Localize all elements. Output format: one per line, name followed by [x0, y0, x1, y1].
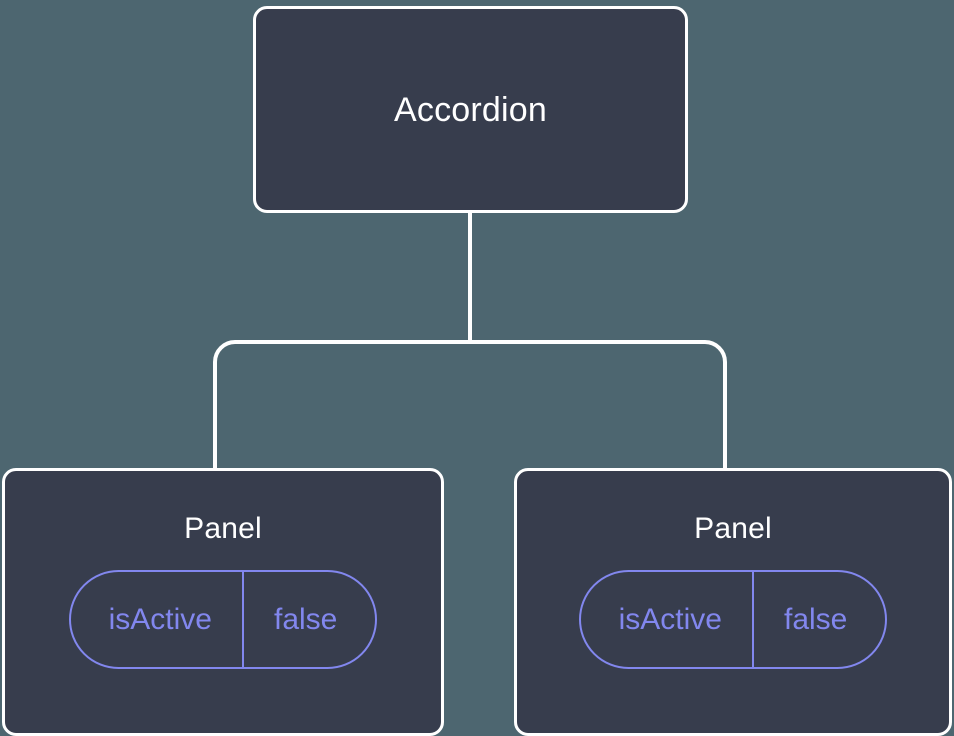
node-accordion-title: Accordion: [394, 90, 547, 129]
node-panel-left-title: Panel: [184, 512, 262, 545]
node-panel-right[interactable]: Panel isActive false: [514, 468, 952, 736]
node-accordion[interactable]: Accordion: [253, 6, 688, 213]
prop-value-left: false: [241, 572, 375, 667]
prop-badge-right[interactable]: isActive false: [578, 570, 888, 669]
prop-value-right: false: [751, 572, 885, 667]
node-panel-left[interactable]: Panel isActive false: [2, 468, 444, 736]
edge-root-to-panel-left: [213, 340, 470, 470]
node-panel-right-title: Panel: [694, 512, 772, 545]
prop-badge-left[interactable]: isActive false: [68, 570, 378, 669]
edge-root-to-panel-right: [470, 340, 727, 470]
prop-key-left: isActive: [108, 602, 212, 636]
prop-key-right: isActive: [618, 602, 722, 636]
